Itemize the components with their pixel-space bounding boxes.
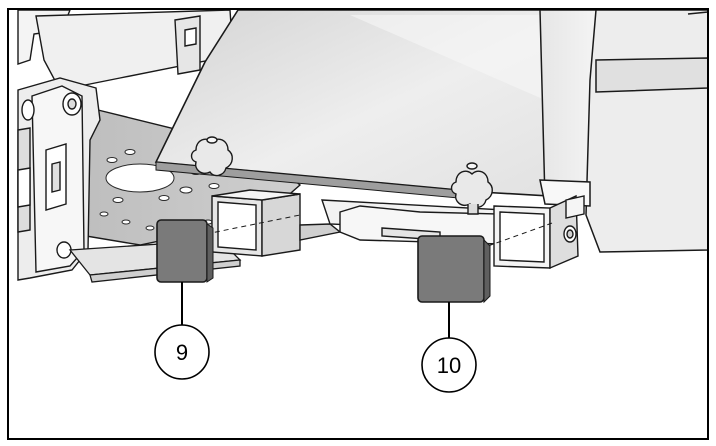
- callout-10: 10: [421, 337, 477, 393]
- plug-cap-9: [156, 219, 214, 283]
- callout-9-label: 9: [176, 340, 188, 365]
- left-side-bracket: [17, 77, 101, 281]
- left-receiver-tube: [205, 189, 301, 257]
- callout-10-label: 10: [437, 353, 461, 378]
- sloped-cover-panel: [154, 9, 551, 201]
- callout-9: 9: [154, 324, 210, 380]
- upper-left-bracket: [17, 9, 233, 91]
- plug-cap-10: [417, 235, 491, 304]
- machine-parts: [17, 9, 708, 304]
- right-receiver-tube: [487, 194, 585, 270]
- star-knob-right: [450, 162, 493, 215]
- figure-frame: [7, 8, 709, 440]
- star-knob-left: [190, 136, 233, 177]
- callout-10-circle: [421, 337, 477, 393]
- callout-9-circle: [154, 324, 210, 380]
